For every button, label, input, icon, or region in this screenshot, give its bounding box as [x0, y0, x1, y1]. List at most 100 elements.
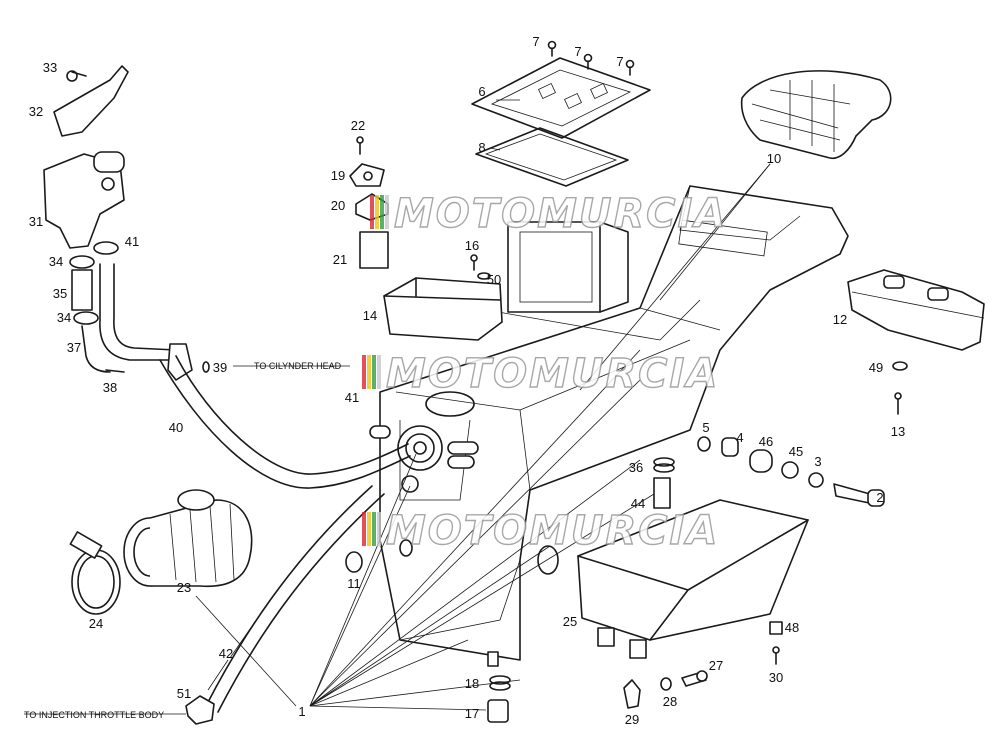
part-oring [202, 361, 210, 373]
watermark-stripe [385, 195, 389, 229]
part-drain-box [577, 499, 809, 659]
callout-17: 17 [465, 706, 479, 721]
callout-16: 16 [465, 238, 479, 253]
watermark-stripe [375, 195, 379, 229]
callout-34: 34 [49, 254, 63, 269]
part-screws [547, 40, 635, 76]
callout-31: 31 [29, 214, 43, 229]
watermark: MOTOMURCIA [370, 190, 727, 238]
callout-22: 22 [351, 118, 365, 133]
callout-2: 2 [876, 490, 883, 505]
callout-7: 7 [532, 34, 539, 49]
watermarks: MOTOMURCIA MOTOMURCIA MOTOMURCIA [362, 190, 727, 555]
part-grommet [537, 545, 559, 575]
callout-45: 45 [789, 444, 803, 459]
watermark-stripe [367, 355, 371, 389]
callout-18: 18 [465, 676, 479, 691]
watermark-stripe [377, 355, 381, 389]
callout-3: 3 [814, 454, 821, 469]
callout-25: 25 [563, 614, 577, 629]
part-hose-throttle [185, 485, 385, 725]
watermark-text: MOTOMURCIA [394, 191, 727, 237]
watermark-stripe [370, 195, 374, 229]
callout-44: 44 [631, 496, 645, 511]
watermark-stripe [377, 512, 381, 546]
part-fastener-row [697, 436, 885, 507]
callout-51: 51 [177, 686, 191, 701]
callout-27: 27 [709, 658, 723, 673]
callout-46: 46 [759, 434, 773, 449]
callout-11: 11 [347, 576, 361, 591]
note-cylinder-head: TO CILYNDER HEAD [254, 361, 342, 371]
part-airbox-body [379, 185, 849, 667]
callout-28: 28 [663, 694, 677, 709]
watermark-stripe [367, 512, 371, 546]
callout-50: 50 [487, 272, 501, 287]
callout-1: 1 [298, 704, 305, 719]
callout-24: 24 [89, 616, 103, 631]
part-cover-box [383, 277, 503, 341]
callout-41: 41 [345, 390, 359, 405]
watermark-stripe [372, 355, 376, 389]
part-cover-plate [471, 57, 651, 139]
part-air-duct [740, 70, 892, 160]
callout-21: 21 [333, 252, 347, 267]
part-side-housing [847, 269, 985, 351]
part-oring-small [345, 551, 363, 573]
part-hose-long [159, 355, 411, 489]
watermark-stripe [362, 355, 366, 389]
callout-10: 10 [767, 151, 781, 166]
part-hose-clamps [69, 241, 119, 325]
callout-7: 7 [616, 54, 623, 69]
part-filter-element [507, 221, 629, 313]
watermark: MOTOMURCIA [362, 507, 719, 555]
callout-6: 6 [478, 84, 485, 99]
part-intake-sleeve [123, 489, 253, 588]
callout-39: 39 [213, 360, 227, 375]
part-fitting [369, 425, 479, 493]
callout-23: 23 [177, 580, 191, 595]
watermark: MOTOMURCIA [362, 350, 719, 398]
part-hose-clamp [69, 531, 121, 615]
callout-48: 48 [785, 620, 799, 635]
callout-38: 38 [103, 380, 117, 395]
watermark-text: MOTOMURCIA [386, 351, 719, 397]
callout-35: 35 [53, 286, 67, 301]
note-throttle-body: TO INJECTION THROTTLE BODY [24, 710, 164, 720]
watermark-stripe [372, 512, 376, 546]
callout-19: 19 [331, 168, 345, 183]
callout-8: 8 [478, 140, 485, 155]
part-lower-seals [487, 675, 511, 723]
leader-lines [24, 99, 771, 715]
callout-42: 42 [219, 646, 233, 661]
callout-36: 36 [629, 460, 643, 475]
callout-20: 20 [331, 198, 345, 213]
part-gasket [475, 127, 629, 187]
part-lower-fasteners [623, 621, 783, 709]
callout-33: 33 [43, 60, 57, 75]
callout-34: 34 [57, 310, 71, 325]
callout-12: 12 [833, 312, 847, 327]
watermark-stripe [380, 195, 384, 229]
callout-4: 4 [736, 430, 743, 445]
callout-41: 41 [125, 234, 139, 249]
part-screw-washer [470, 254, 491, 280]
watermark-stripe [362, 512, 366, 546]
callout-40: 40 [169, 420, 183, 435]
callout-5: 5 [702, 420, 709, 435]
callout-14: 14 [363, 308, 377, 323]
watermark-text: MOTOMURCIA [386, 508, 719, 554]
callout-32: 32 [29, 104, 43, 119]
callout-37: 37 [67, 340, 81, 355]
part-valve-bracket [43, 65, 129, 249]
callout-30: 30 [769, 670, 783, 685]
callout-29: 29 [625, 712, 639, 727]
part-pipe [81, 263, 193, 381]
callout-13: 13 [891, 424, 905, 439]
callout-49: 49 [869, 360, 883, 375]
part-seal-tube [653, 457, 675, 509]
part-side-fasteners [892, 361, 908, 415]
